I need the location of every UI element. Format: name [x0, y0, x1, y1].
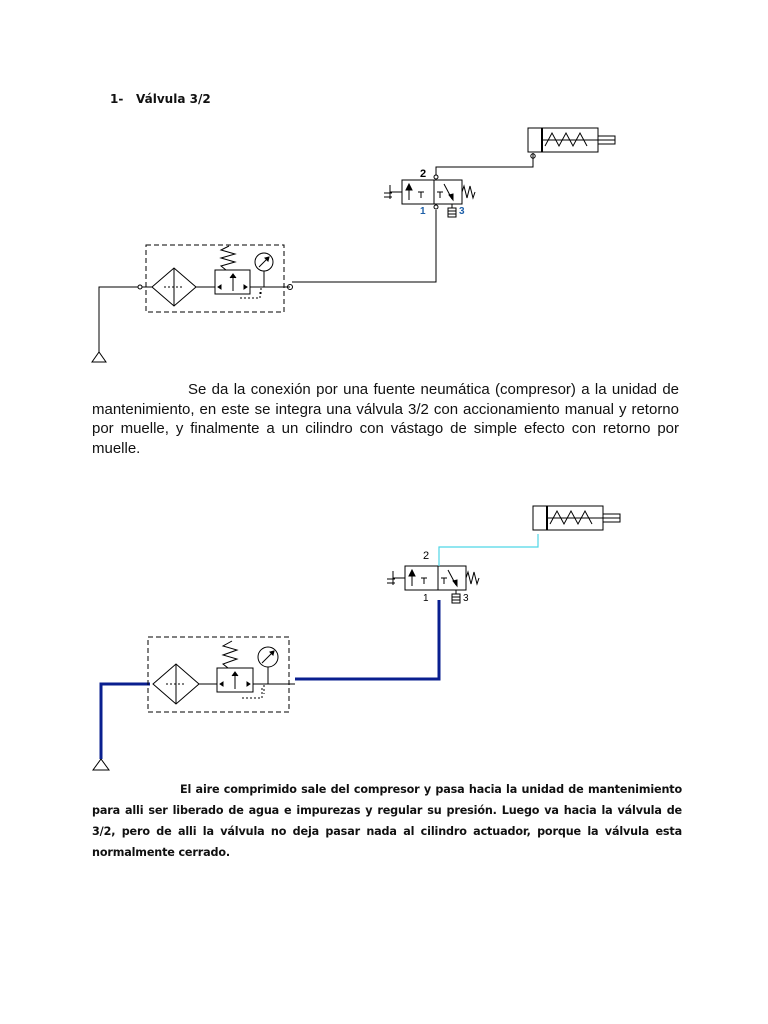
pneumatic-circuit-diagram-2: 2 1 3 [92, 505, 621, 771]
port-1-label: 1 [423, 593, 429, 604]
valve-3-2-symbol [384, 174, 476, 218]
port-2-label: 2 [423, 550, 429, 562]
description-paragraph-1: Se da la conexión por una fuente neumáti… [92, 380, 679, 458]
description-text-2: El aire comprimido sale del compresor y … [92, 783, 682, 859]
pressure-regulator-symbol [216, 640, 295, 699]
pressure-line [292, 210, 437, 283]
description-text-1: Se da la conexión por una fuente neumáti… [92, 381, 679, 457]
connector [530, 153, 536, 159]
maintenance-unit-boundary [145, 244, 285, 313]
port-1-label: 1 [420, 206, 426, 217]
filter-symbol [152, 663, 217, 705]
port-3-label: 3 [463, 593, 469, 604]
pressure-line-pressurized [295, 600, 441, 681]
section-heading: 1- Válvula 3/2 [110, 92, 211, 106]
maintenance-unit-boundary [147, 636, 290, 713]
port-2-label: 2 [420, 168, 426, 180]
cylinder-symbol [532, 505, 621, 531]
port-3-label: 3 [459, 206, 465, 217]
description-paragraph-2: El aire comprimido sale del compresor y … [92, 779, 682, 863]
pressure-regulator-symbol [214, 245, 290, 299]
connector [287, 284, 293, 290]
pressure-gauge-symbol [257, 646, 279, 684]
pneumatic-circuit-diagram-1: 2 1 3 [91, 127, 616, 363]
port-1 [433, 204, 439, 210]
filter-symbol [142, 267, 215, 307]
section-title: Válvula 3/2 [136, 92, 211, 106]
cylinder-symbol [527, 127, 616, 153]
valve-3-2-symbol [387, 565, 480, 604]
compressor-source-symbol [91, 346, 107, 363]
pressure-gauge-symbol [254, 252, 274, 287]
supply-line-pressurized [99, 682, 150, 759]
supply-line [98, 286, 138, 346]
compressor-source-symbol [92, 758, 110, 771]
working-line [438, 534, 539, 566]
section-number: 1- [110, 92, 124, 106]
working-line [435, 153, 534, 175]
